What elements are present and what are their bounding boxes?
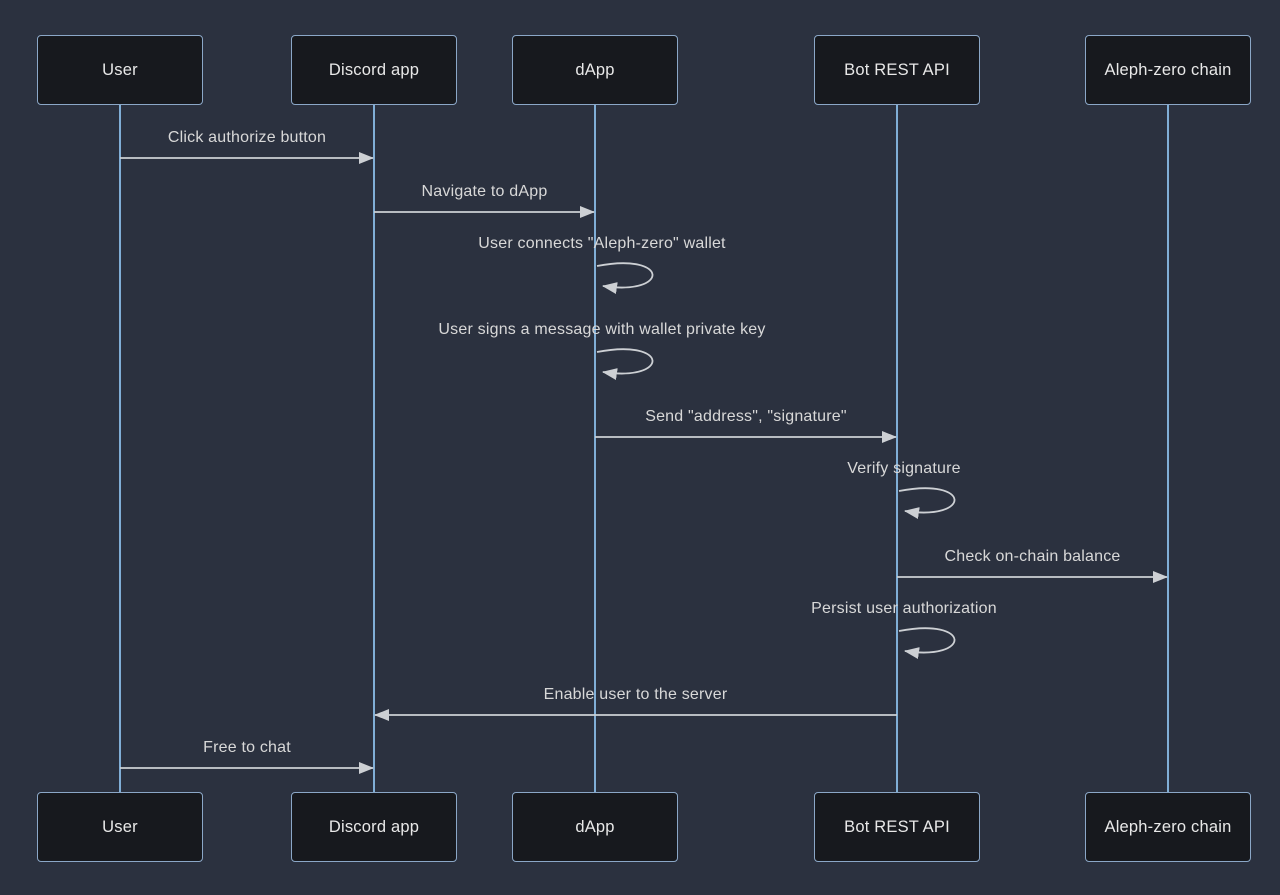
actor-label: User [102,60,138,79]
message-label: Click authorize button [167,129,327,146]
self-loop-arrow [898,487,956,519]
actor-label: Bot REST API [844,817,950,836]
actor-label: dApp [575,817,615,836]
actor-box: Discord app [291,35,457,105]
actor-label: Aleph-zero chain [1104,817,1232,836]
message-label: Check on-chain balance [944,548,1121,565]
self-message-label: Persist user authorization [811,600,997,617]
actor-box: User [37,792,203,862]
message-label: Send "address", "signature" [645,408,847,425]
self-message-label: User connects "Aleph-zero" wallet [478,235,726,252]
actor-label: Aleph-zero chain [1104,60,1232,79]
actor-label: Discord app [328,817,420,836]
self-loop-arrow [596,262,654,294]
actor-label: dApp [575,60,615,79]
actor-box: Discord app [291,792,457,862]
actor-label: User [102,817,138,836]
message-label: Navigate to dApp [421,183,548,200]
self-loop-arrow [898,627,956,659]
actor-label: Discord app [328,60,420,79]
actor-box: dApp [512,35,678,105]
message-label: Free to chat [203,739,291,756]
actor-box: Bot REST API [814,35,980,105]
actor-box: dApp [512,792,678,862]
actor-label: Bot REST API [844,60,950,79]
message-label: Enable user to the server [543,686,728,703]
actor-box: Bot REST API [814,792,980,862]
self-message-label: User signs a message with wallet private… [438,321,766,338]
actor-box: User [37,35,203,105]
self-loop-arrow [596,348,654,380]
self-message-label: Verify signature [847,460,961,477]
actor-box: Aleph-zero chain [1085,792,1251,862]
actor-box: Aleph-zero chain [1085,35,1251,105]
